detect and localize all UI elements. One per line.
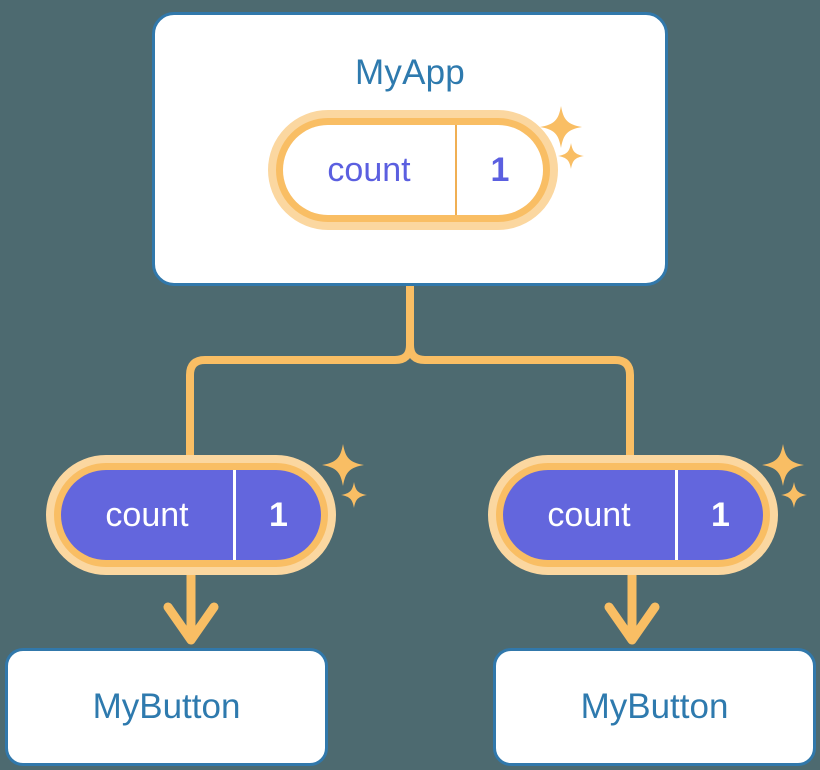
signal-pill-ring: count 1 <box>488 455 778 575</box>
signal-pill-ring: count 1 <box>46 455 336 575</box>
page-title: MyApp <box>355 53 465 92</box>
signal-name: count <box>547 495 631 534</box>
arrow-head-left <box>163 602 219 645</box>
wire-right-branch <box>406 282 634 466</box>
signal-pill-myapp[interactable]: count 1 <box>268 110 558 230</box>
arrow-head-right <box>604 602 660 645</box>
signal-pill-left[interactable]: count 1 <box>46 455 336 575</box>
signal-name: count <box>105 495 189 534</box>
signal-pill-ring: count 1 <box>268 110 558 230</box>
signal-pill-body: count 1 <box>283 125 543 215</box>
signal-value: 1 <box>455 125 543 215</box>
mybutton-card-right[interactable]: MyButton <box>493 648 816 766</box>
mybutton-card-left[interactable]: MyButton <box>5 648 328 766</box>
signal-pill-body: count 1 <box>503 470 763 560</box>
signal-value: 1 <box>233 470 321 560</box>
mybutton-label: MyButton <box>580 687 729 726</box>
signal-pill-body: count 1 <box>61 470 321 560</box>
wire-left-branch <box>186 282 414 466</box>
signal-name: count <box>327 150 411 189</box>
signal-pill-right[interactable]: count 1 <box>488 455 778 575</box>
mybutton-label: MyButton <box>92 687 241 726</box>
signal-value: 1 <box>675 470 763 560</box>
